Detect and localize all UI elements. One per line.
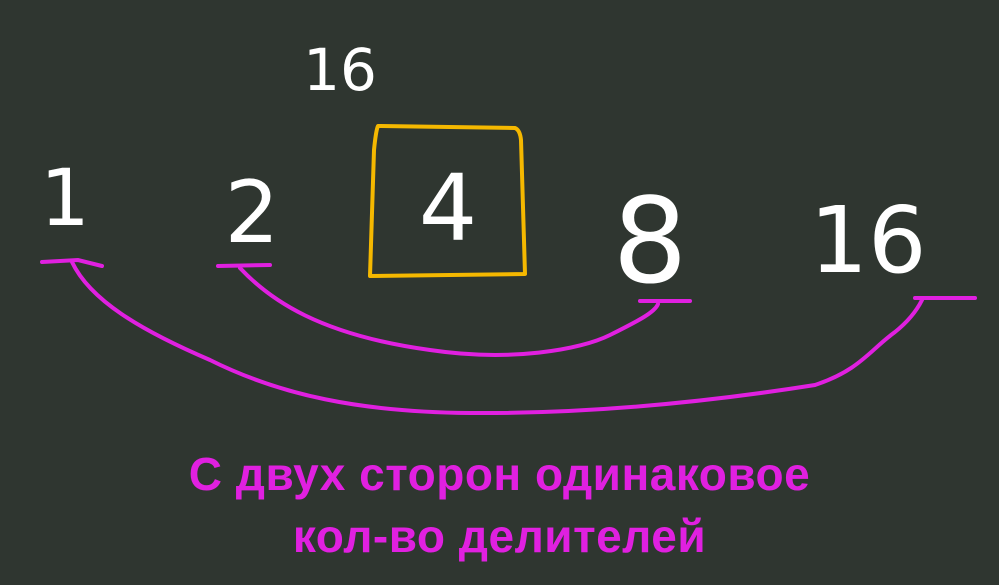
divisor-8: 8 [612,172,687,310]
number-label: 16 [303,36,377,104]
divisor-16: 16 [809,187,926,294]
underline-1 [40,257,104,268]
divisor-1: 1 [40,154,90,244]
pair-arc-1-16 [70,260,924,416]
pair-arc-2-8 [238,266,660,357]
underline-2 [216,263,272,268]
caption-line-1: С двух сторон одинаковое [188,448,811,500]
highlight-box [368,124,527,278]
caption-line-2: кол-во делителей [292,510,707,562]
divisor-2: 2 [225,163,280,263]
divisor-4: 4 [419,155,478,262]
